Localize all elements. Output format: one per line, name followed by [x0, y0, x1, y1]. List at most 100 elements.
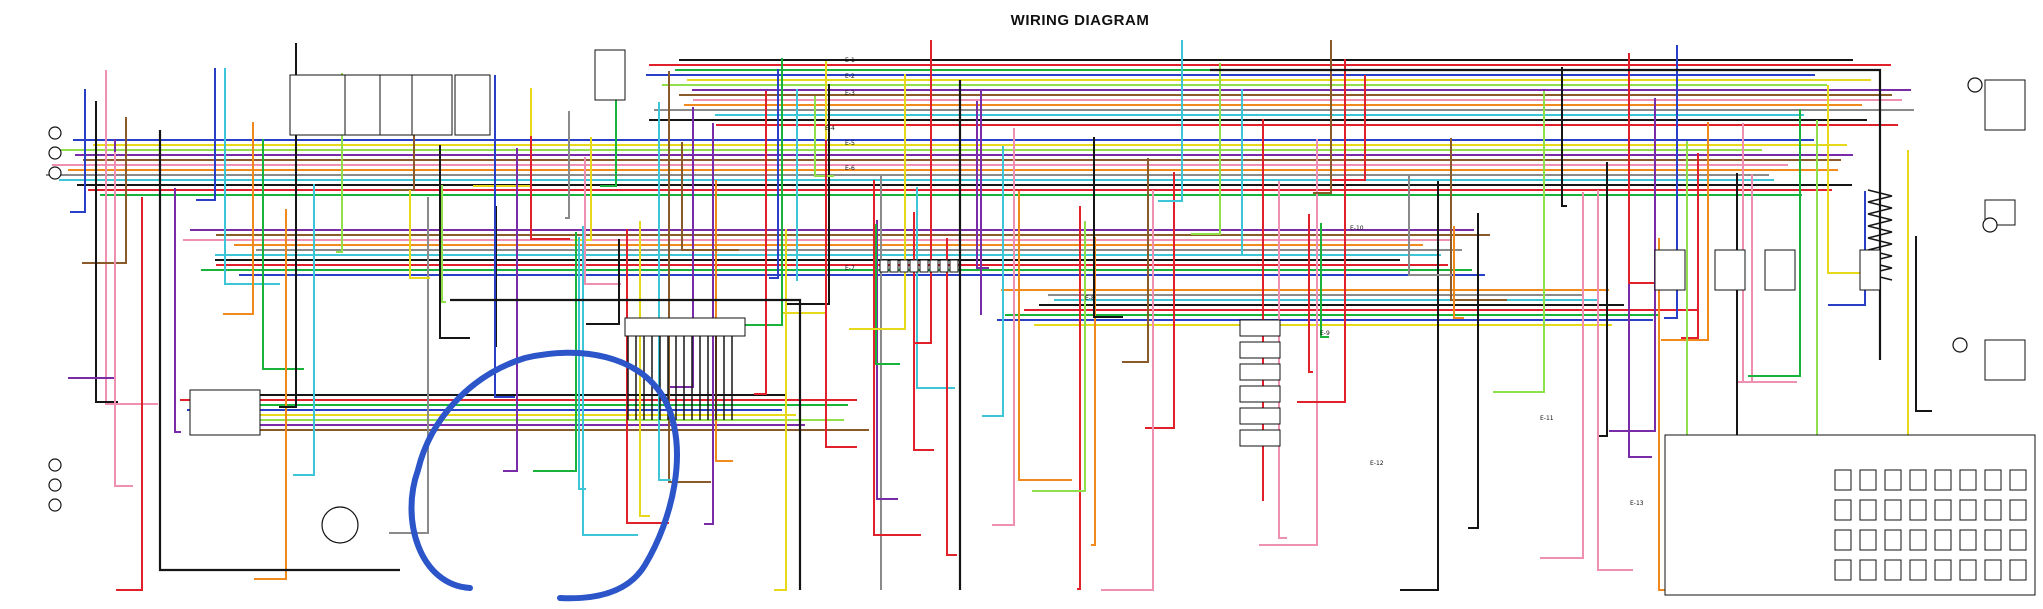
branch-wire — [658, 102, 671, 481]
branch-wire — [1145, 172, 1175, 429]
branch-wire — [873, 180, 921, 536]
connector-label: E-9 — [1320, 330, 1330, 337]
connector-box — [889, 259, 899, 273]
branch-wire — [279, 43, 297, 408]
branch-wire — [913, 40, 932, 344]
component-box — [1714, 249, 1746, 291]
branch-wire — [1628, 188, 1652, 458]
branch-wire — [70, 89, 86, 213]
connector-pinout — [1909, 559, 1927, 581]
lamp-symbol — [1967, 77, 1983, 93]
branch-wire — [704, 123, 714, 525]
branch-wire — [913, 212, 934, 451]
branch-wire — [754, 91, 767, 395]
connector-pinout — [2009, 469, 2027, 491]
alternator — [189, 389, 261, 436]
connector-pinout — [1909, 469, 1927, 491]
lamp-symbol — [1952, 337, 1968, 353]
fuse-box — [1239, 363, 1281, 381]
connector-label: E-8 — [1085, 295, 1095, 302]
branch-wire — [1628, 53, 1667, 284]
fuse-box — [1239, 407, 1281, 425]
branch-wire — [1661, 122, 1709, 341]
connector-pinout — [1934, 529, 1952, 551]
branch-wire — [409, 190, 430, 279]
branch-wire — [389, 197, 429, 534]
branch-wire — [1091, 237, 1096, 546]
frame-wire — [450, 298, 802, 590]
branch-wire — [1308, 214, 1313, 373]
branch-wire — [223, 122, 254, 315]
branch-wire — [574, 137, 592, 241]
branch-wire — [1597, 190, 1633, 571]
branch-wire — [578, 237, 586, 490]
branch-wire — [1468, 213, 1479, 529]
connector-label: E-4 — [825, 125, 835, 132]
connector-pinout — [1859, 559, 1877, 581]
connector-box — [939, 259, 949, 273]
branch-wire — [1493, 91, 1545, 393]
branch-wire — [849, 74, 906, 330]
connector-pinout — [2009, 529, 2027, 551]
branch-wire — [1561, 67, 1567, 207]
fuse-box — [1239, 385, 1281, 403]
branch-wire — [814, 96, 834, 177]
branch-wire — [1297, 59, 1346, 403]
connector-box — [909, 259, 919, 273]
connector-label: E-7 — [845, 265, 855, 272]
lamp-symbol — [48, 146, 62, 160]
relay-box — [344, 74, 386, 136]
relay-box — [289, 74, 351, 136]
connector-pinout — [1859, 529, 1877, 551]
branch-wire — [1400, 181, 1439, 591]
frame-wire — [158, 130, 400, 572]
component-box — [1984, 79, 2026, 131]
connector-pinout — [1984, 559, 2002, 581]
connector-label: E-11 — [1540, 415, 1554, 422]
branch-wire — [1737, 174, 1753, 383]
branch-wire — [441, 185, 446, 303]
connector-pinout — [1959, 469, 1977, 491]
branch-wire — [105, 70, 158, 405]
connector-pinout — [1834, 499, 1852, 521]
branch-wire — [724, 58, 783, 326]
branch-wire — [1330, 75, 1366, 181]
connector-label: E-12 — [1370, 460, 1384, 467]
branch-wire — [1122, 158, 1149, 363]
branch-wire — [1598, 162, 1608, 437]
diagram-title: WIRING DIAGRAM — [1010, 12, 1150, 29]
branch-wire — [980, 90, 982, 315]
branch-wire — [1664, 45, 1678, 319]
connector-pinout — [1909, 499, 1927, 521]
branch-wire — [1748, 109, 1801, 377]
branch-wire — [1158, 40, 1183, 202]
branch-wire — [1032, 221, 1086, 492]
branch-wire — [584, 157, 621, 285]
ignition-coil — [321, 506, 359, 544]
branch-wire — [586, 239, 620, 325]
connector-label: E-1 — [845, 57, 855, 64]
branch-wire — [582, 226, 638, 536]
connector-pinout — [1934, 499, 1952, 521]
connector-pinout — [1834, 559, 1852, 581]
branch-wire — [494, 75, 515, 398]
connector-pinout — [1859, 469, 1877, 491]
branch-wire — [670, 107, 694, 388]
branch-wire — [224, 68, 280, 285]
relay-box — [454, 74, 491, 136]
branch-wire — [1915, 236, 1932, 412]
branch-wire — [114, 152, 133, 487]
component-box — [1984, 339, 2026, 381]
lamp-symbol — [1982, 217, 1998, 233]
fuse-box — [1239, 429, 1281, 447]
component-group — [48, 49, 2036, 596]
connector-pinout — [1934, 469, 1952, 491]
branch-wire — [916, 187, 955, 389]
branch-wire — [1540, 192, 1584, 559]
connector-pinout — [2009, 559, 2027, 581]
branch-wire — [600, 64, 617, 187]
branch-wire — [1828, 191, 1866, 306]
branch-wire — [875, 224, 900, 365]
connector-pinout — [1959, 559, 1977, 581]
